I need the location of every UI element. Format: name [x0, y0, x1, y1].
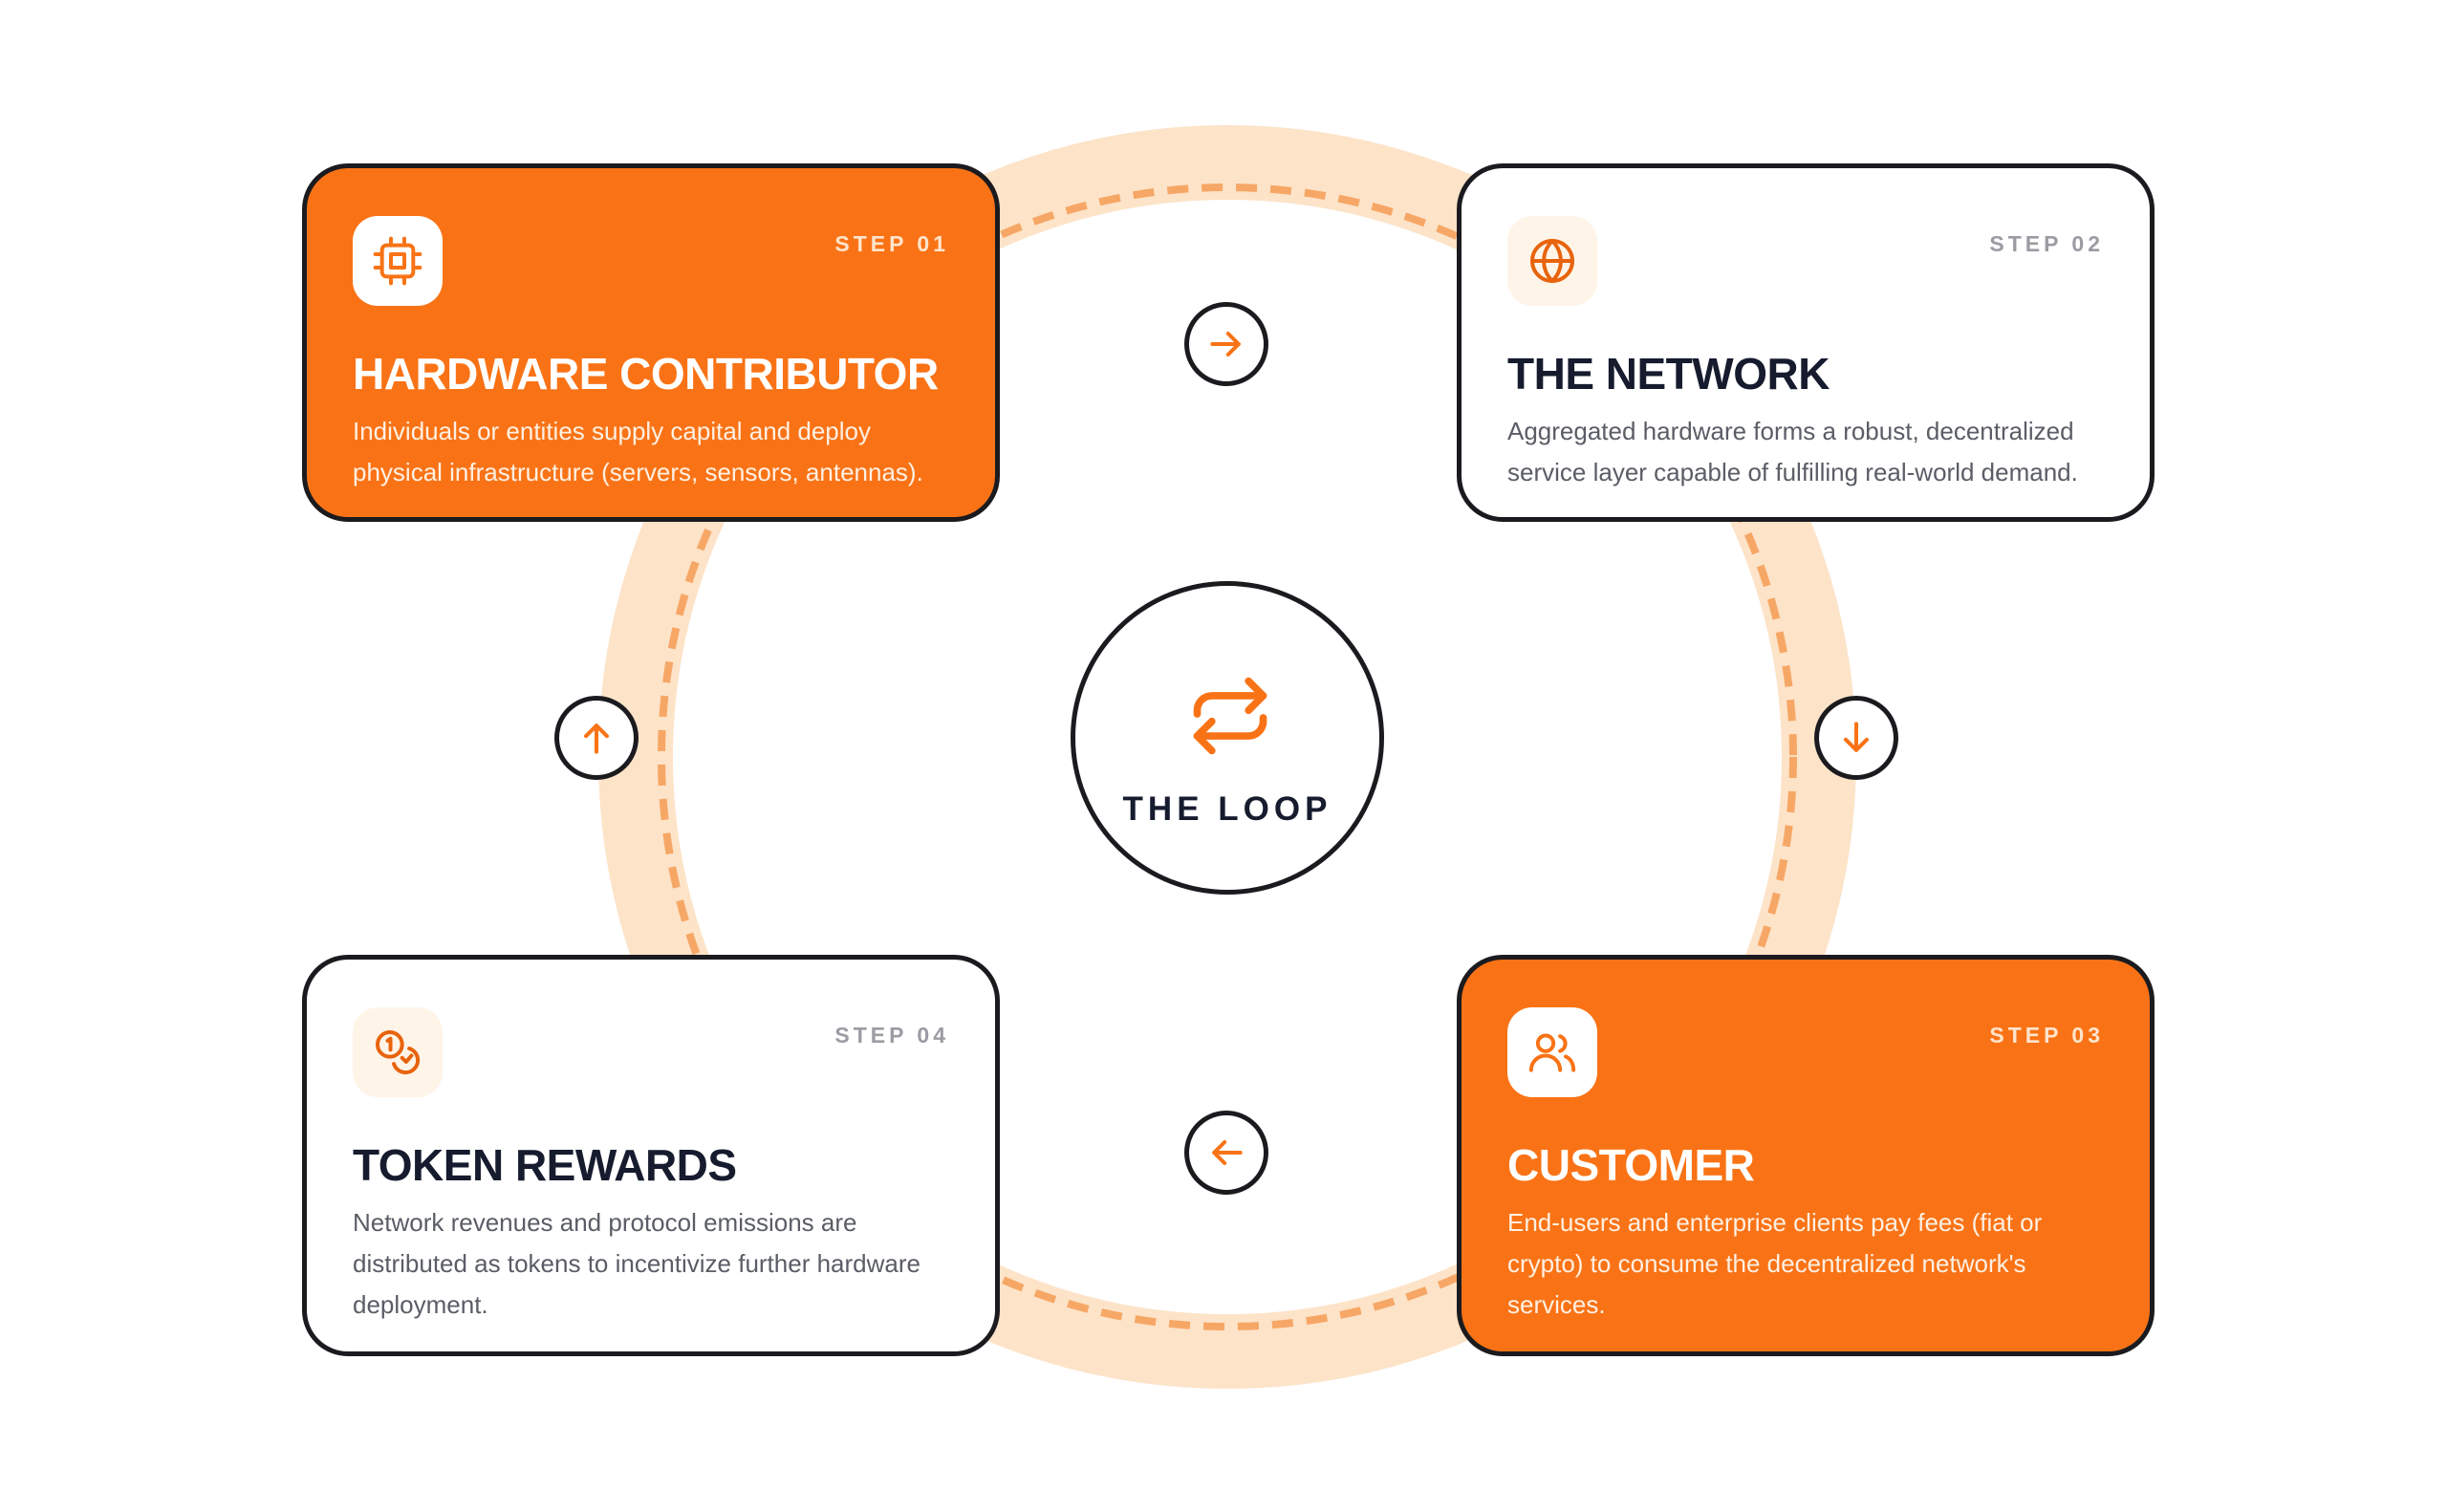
step-card-the-network: STEP 02 THE NETWORK Aggregated hardware …: [1457, 163, 2155, 522]
step-card-token-rewards: STEP 04 TOKEN REWARDS Network revenues a…: [302, 955, 1000, 1356]
step-title: CUSTOMER: [1507, 1140, 1755, 1190]
step-number: STEP 03: [1989, 1023, 2104, 1048]
step-title: TOKEN REWARDS: [353, 1140, 737, 1190]
step-card-customer: STEP 03 CUSTOMER End-users and enterpris…: [1457, 955, 2155, 1356]
step-description: Aggregated hardware forms a robust, dece…: [1507, 417, 2078, 486]
cpu-chip-icon: [353, 216, 443, 306]
step-card-hardware-contributor: STEP 01 HARDWARE CONTRIBUTOR Individuals…: [302, 163, 1000, 522]
loop-hub: THE LOOP: [1071, 581, 1384, 895]
hub-label: THE LOOP: [1122, 790, 1332, 828]
users-icon: [1507, 1007, 1597, 1097]
arrow-right-icon: [1184, 302, 1268, 386]
step-number: STEP 01: [834, 231, 949, 256]
repeat-icon: [1193, 677, 1267, 755]
loop-ring-dashes: [658, 184, 1797, 1330]
step-description: Individuals or entities supply capital a…: [353, 417, 923, 486]
arrow-down-icon: [1814, 696, 1898, 780]
step-title: HARDWARE CONTRIBUTOR: [353, 349, 939, 399]
arrow-left-icon: [1184, 1111, 1268, 1195]
arrow-up-icon: [554, 696, 639, 780]
globe-icon: [1507, 216, 1597, 306]
step-title: THE NETWORK: [1507, 349, 1830, 399]
step-number: STEP 02: [1989, 231, 2104, 256]
step-number: STEP 04: [834, 1023, 949, 1048]
step-description: Network revenues and protocol emissions …: [353, 1208, 920, 1319]
step-description: End-users and enterprise clients pay fee…: [1507, 1208, 2043, 1319]
coins-icon: [353, 1007, 443, 1097]
